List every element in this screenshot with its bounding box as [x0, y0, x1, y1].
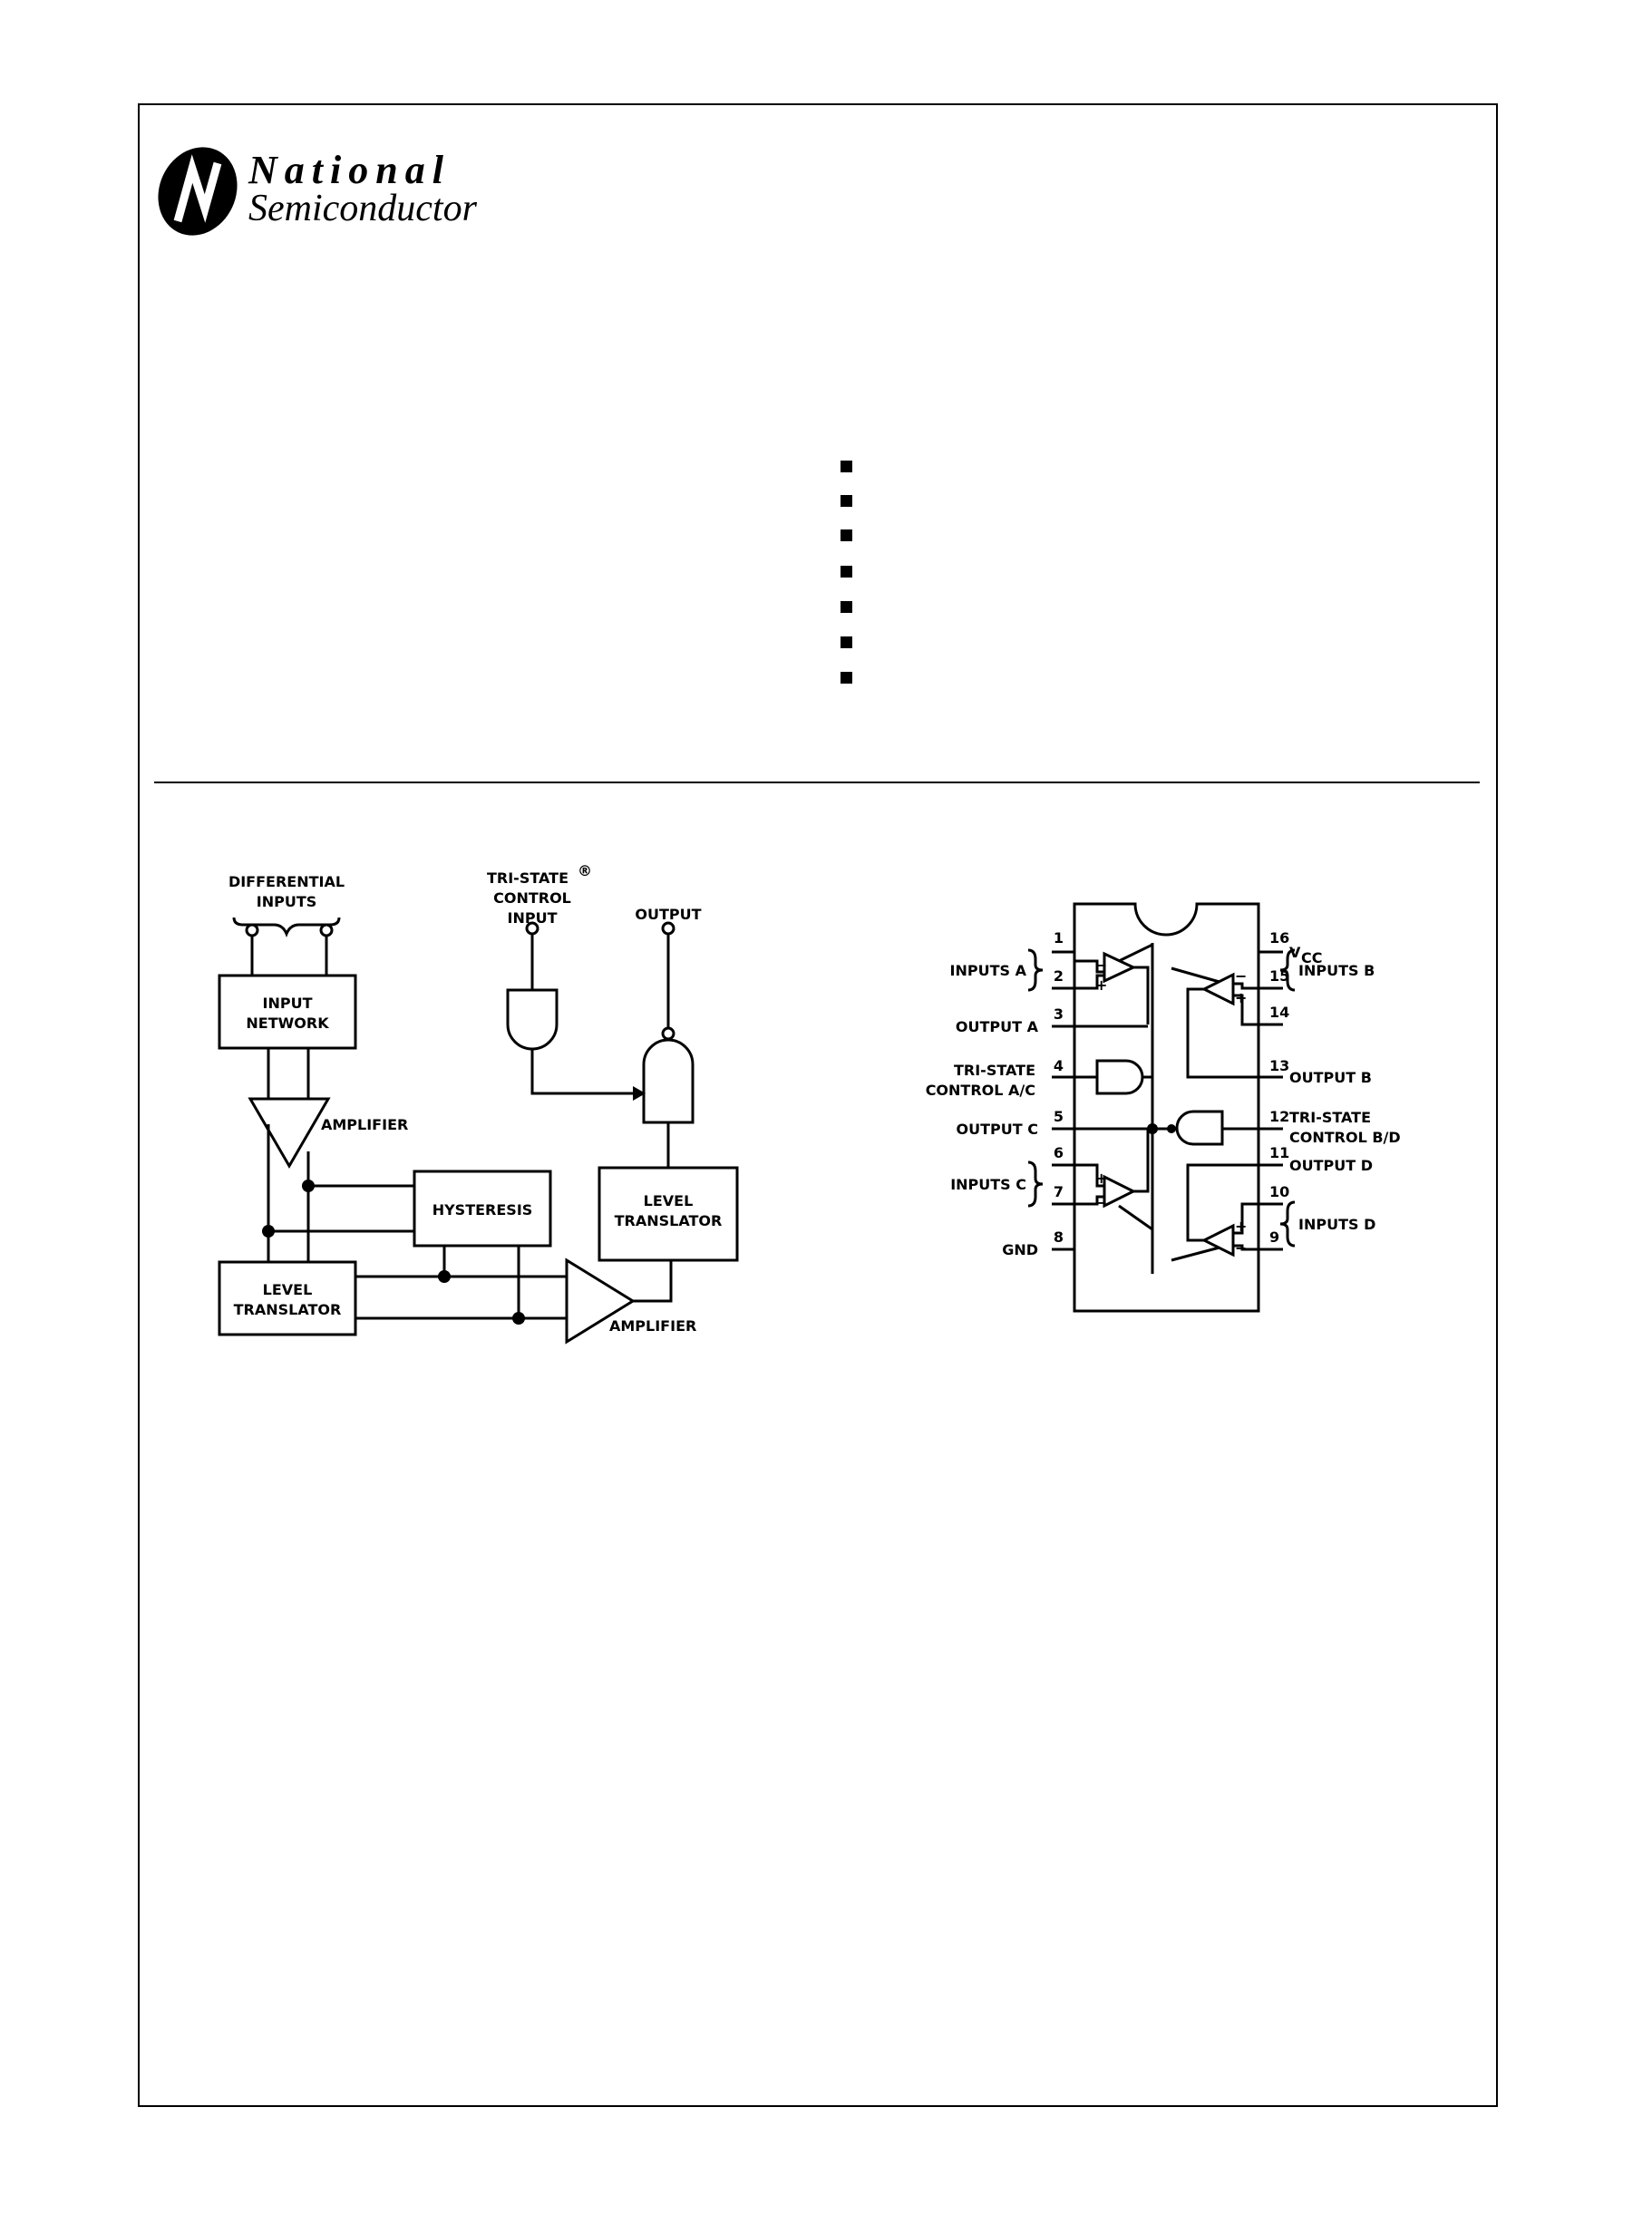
inputs-c-label: INPUTS C [950, 1176, 1026, 1193]
pin-4-number: 4 [1054, 1057, 1064, 1074]
pin-5-number: 5 [1054, 1108, 1064, 1125]
connection-diagram: −+ +− −+ +− 1 2 3 4 5 6 7 8 16 15 14 13 … [926, 902, 1401, 1313]
tristate-control-label: TRI-STATE [487, 869, 568, 887]
svg-text:−: − [1235, 967, 1247, 985]
output-b-label: OUTPUT B [1289, 1069, 1372, 1086]
pin-11-number: 11 [1269, 1144, 1289, 1161]
output-d-label: OUTPUT D [1289, 1157, 1373, 1174]
svg-text:+: + [1235, 1218, 1247, 1235]
level-translator-left-label: LEVEL [263, 1281, 313, 1298]
amplifier-top-label: AMPLIFIER [321, 1116, 408, 1133]
pin-14-number: 14 [1269, 1004, 1289, 1021]
pin-3-number: 3 [1054, 1005, 1064, 1023]
hysteresis-label: HYSTERESIS [432, 1201, 533, 1219]
svg-text:+: + [1095, 976, 1107, 994]
tristate-control-label-2: CONTROL [493, 889, 571, 907]
pin-10-number: 10 [1269, 1183, 1289, 1200]
pin-7-number: 7 [1054, 1183, 1064, 1200]
feature-bullet [841, 529, 852, 541]
differential-inputs-label-2: INPUTS [257, 893, 317, 910]
amplifier-bottom-label: AMPLIFIER [609, 1317, 696, 1335]
feature-bullet [841, 495, 852, 507]
output-label: OUTPUT [635, 906, 701, 923]
feature-bullet [841, 672, 852, 684]
svg-text:+: + [1235, 989, 1247, 1006]
pin-2-number: 2 [1054, 967, 1064, 985]
level-translator-right-label: LEVEL [644, 1192, 694, 1209]
pin-16-number: 16 [1269, 929, 1289, 947]
tristate-control-bd-label-2: CONTROL B/D [1289, 1129, 1401, 1146]
national-semiconductor-logo-icon [158, 147, 238, 236]
registered-mark: ® [578, 862, 592, 879]
pin-8-number: 8 [1054, 1228, 1064, 1246]
pin-15-number: 15 [1269, 967, 1289, 985]
tristate-control-ac-label-2: CONTROL A/C [926, 1082, 1035, 1099]
page-frame [138, 103, 1498, 2107]
brand-logo: National Semiconductor [152, 141, 533, 241]
inputs-d-label: INPUTS D [1298, 1216, 1375, 1233]
brand-name-line2: Semiconductor [248, 188, 477, 229]
pin-12-number: 12 [1269, 1108, 1289, 1125]
brand-name-line1: National [248, 148, 451, 192]
block-diagram: DIFFERENTIAL INPUTS TRI-STATE ® CONTROL … [218, 862, 739, 1345]
pin-9-number: 9 [1269, 1228, 1279, 1246]
svg-text:−: − [1095, 1194, 1107, 1211]
svg-text:−: − [1235, 1239, 1247, 1257]
output-c-label: OUTPUT C [957, 1121, 1038, 1138]
vcc-label: V [1289, 944, 1301, 961]
feature-bullet [841, 601, 852, 613]
section-divider [154, 782, 1480, 783]
pin-13-number: 13 [1269, 1057, 1289, 1074]
pin-1-number: 1 [1054, 929, 1064, 947]
svg-text:−: − [1095, 956, 1107, 974]
gnd-label: GND [1002, 1241, 1038, 1258]
level-translator-left-label-2: TRANSLATOR [234, 1301, 342, 1318]
output-a-label: OUTPUT A [956, 1018, 1039, 1035]
feature-bullet [841, 566, 852, 578]
tristate-control-label-3: INPUT [508, 909, 558, 927]
svg-text:+: + [1095, 1170, 1107, 1187]
feature-bullet [841, 461, 852, 472]
inputs-a-label: INPUTS A [950, 962, 1027, 979]
tristate-control-bd-label: TRI-STATE [1289, 1109, 1371, 1126]
feature-bullet [841, 636, 852, 648]
input-network-label-2: NETWORK [246, 1015, 329, 1032]
differential-inputs-label: DIFFERENTIAL [228, 873, 345, 890]
vcc-subscript: CC [1301, 949, 1322, 966]
pin-6-number: 6 [1054, 1144, 1064, 1161]
level-translator-right-label-2: TRANSLATOR [615, 1212, 723, 1229]
tristate-control-ac-label: TRI-STATE [954, 1062, 1035, 1079]
input-network-label: INPUT [263, 995, 313, 1012]
inputs-b-label: INPUTS B [1298, 962, 1375, 979]
